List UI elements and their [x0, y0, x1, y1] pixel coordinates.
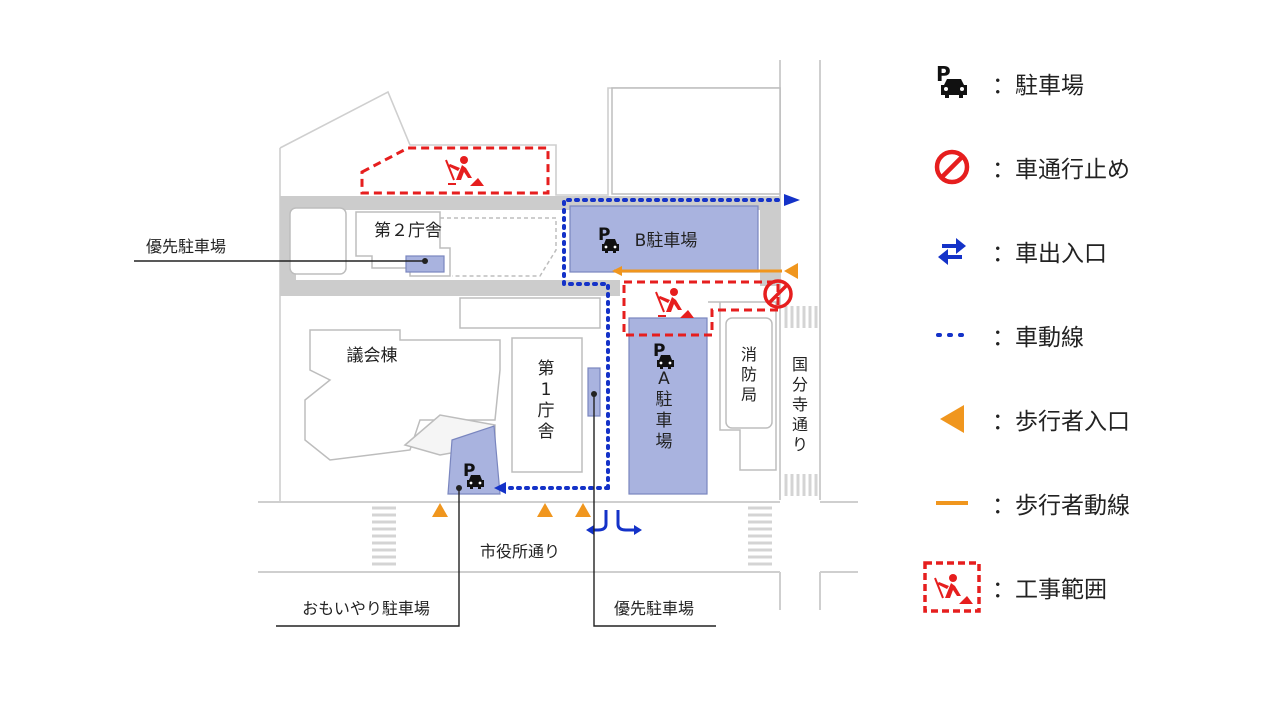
arrow-head	[586, 525, 594, 535]
triangle-icon	[912, 394, 992, 444]
legend-item-car-route: ：車動線	[912, 310, 1084, 360]
omoiyari-parking-callout: おもいやり駐車場	[302, 599, 430, 618]
legend-item-pedestrian-entrance: ：歩行者入口	[912, 394, 1130, 444]
two-way-arrow-icon	[912, 226, 992, 276]
parking-icon: P	[912, 58, 992, 108]
kokubunji-street-label: 国分寺通り	[792, 355, 808, 454]
construction-zones	[360, 146, 780, 337]
pedestrian-entrance-triangle	[575, 503, 591, 517]
b-parking-label: B駐車場	[635, 231, 698, 251]
buildings	[289, 87, 781, 473]
legend-label: ：工事範囲	[992, 577, 1107, 603]
worker-icon	[445, 155, 485, 187]
construction-zone-north	[360, 146, 550, 195]
legend-item-car-entrance: ：車出入口	[912, 226, 1107, 276]
legend-item-pedestrian-route: ：歩行者動線	[912, 478, 1130, 528]
a-parking-lot	[628, 317, 708, 495]
crosswalks	[372, 306, 818, 566]
building-2-label: 第２庁舎	[374, 221, 442, 241]
callout-dot	[456, 485, 462, 491]
city-hall-street-label: 市役所通り	[480, 542, 560, 561]
legend-item-no-entry: ：車通行止め	[912, 142, 1130, 192]
callout-dot	[422, 258, 428, 264]
assembly-label: 議会棟	[347, 346, 398, 366]
fire-station-label: 消防局	[741, 345, 757, 404]
car-arrow	[494, 482, 506, 494]
construction-zone-east	[622, 280, 780, 337]
car-exit-arrow	[784, 194, 800, 206]
car-entrance-arrows	[592, 510, 636, 532]
pedestrian-entrance-triangle	[537, 503, 553, 517]
legend-item-construction: ：工事範囲	[912, 561, 1107, 613]
worker-icon	[655, 287, 695, 319]
car-route	[503, 198, 786, 490]
priority-parking-callout-bottom: 優先駐車場	[614, 599, 694, 618]
orange-line-icon	[912, 478, 992, 528]
omoiyari-lot	[447, 425, 501, 495]
no-entry-icon	[763, 279, 793, 309]
construction-icon	[912, 561, 992, 613]
legend-label: ：歩行者入口	[992, 409, 1130, 435]
legend-label: ：車動線	[992, 325, 1084, 351]
dotted-line-icon	[912, 310, 992, 360]
pedestrian-entrance-triangle	[784, 263, 798, 279]
no-entry-icon	[912, 142, 992, 192]
callout-dot	[591, 391, 597, 397]
pedestrian-arrow	[612, 266, 622, 276]
legend-label: ：歩行者動線	[992, 493, 1130, 519]
legend-item-parking: P ：駐車場	[912, 58, 1084, 108]
callout-lines	[134, 260, 716, 627]
arrow-head	[634, 525, 642, 535]
pedestrian-entrance-triangle	[432, 503, 448, 517]
legend-label: ：駐車場	[992, 73, 1084, 99]
priority-parking-callout-left: 優先駐車場	[146, 237, 226, 256]
legend-label: ：車出入口	[992, 241, 1107, 267]
legend-label: ：車通行止め	[992, 157, 1130, 183]
